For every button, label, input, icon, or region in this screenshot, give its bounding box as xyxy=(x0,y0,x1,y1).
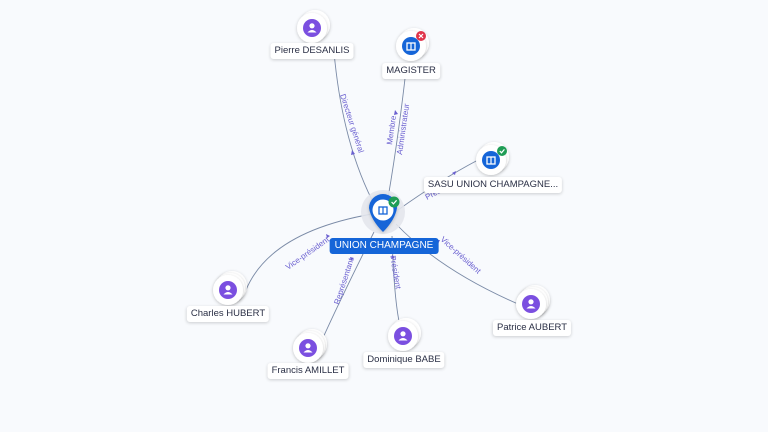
edge-charles[interactable] xyxy=(245,213,373,291)
close-icon xyxy=(416,31,426,41)
edge-magister[interactable] xyxy=(387,69,407,199)
edge-arrows xyxy=(326,110,456,261)
node-francis[interactable] xyxy=(293,329,327,363)
node-pierre[interactable] xyxy=(297,10,330,43)
arrow-sasu xyxy=(452,171,456,175)
edge-label-magister-1: Membre xyxy=(385,114,398,145)
center-label[interactable]: UNION CHAMPAGNE xyxy=(329,238,439,254)
node-magister[interactable] xyxy=(396,28,429,61)
arrow-pierre xyxy=(351,150,355,155)
node-label-francis[interactable]: Francis AMILLET xyxy=(267,363,349,379)
arrow-magister xyxy=(394,110,398,115)
node-dominique[interactable] xyxy=(388,318,421,351)
arrow-francis xyxy=(350,257,354,261)
node-sasu[interactable] xyxy=(476,142,509,175)
node-label-sasu[interactable]: SASU UNION CHAMPAGNE... xyxy=(423,177,563,193)
edge-patrice[interactable] xyxy=(395,223,519,305)
edge-label-dominique: Président xyxy=(388,255,403,291)
node-label-patrice[interactable]: Patrice AUBERT xyxy=(492,320,572,336)
node-label-charles[interactable]: Charles HUBERT xyxy=(186,306,270,322)
check-icon xyxy=(388,196,400,208)
edge-label-charles: Vice-président xyxy=(284,235,332,272)
node-patrice[interactable] xyxy=(516,285,550,319)
edge-label-pierre: Directeur général xyxy=(338,93,366,154)
check-icon xyxy=(497,146,507,156)
node-label-magister[interactable]: MAGISTER xyxy=(382,63,440,79)
arrow-charles xyxy=(326,234,330,238)
edge-label-francis: Représentant xyxy=(332,256,356,305)
center-node[interactable] xyxy=(361,190,405,234)
node-label-pierre[interactable]: Pierre DESANLIS xyxy=(270,43,354,59)
edge-label-magister-2: Administrateur xyxy=(395,103,411,156)
edge-label-patrice: Vice-président xyxy=(439,235,483,276)
node-label-dominique[interactable]: Dominique BABE xyxy=(363,352,445,368)
node-charles[interactable] xyxy=(213,271,247,305)
arrow-dominique xyxy=(391,255,395,259)
building-icon xyxy=(378,206,388,215)
edge-pierre[interactable] xyxy=(333,51,373,201)
